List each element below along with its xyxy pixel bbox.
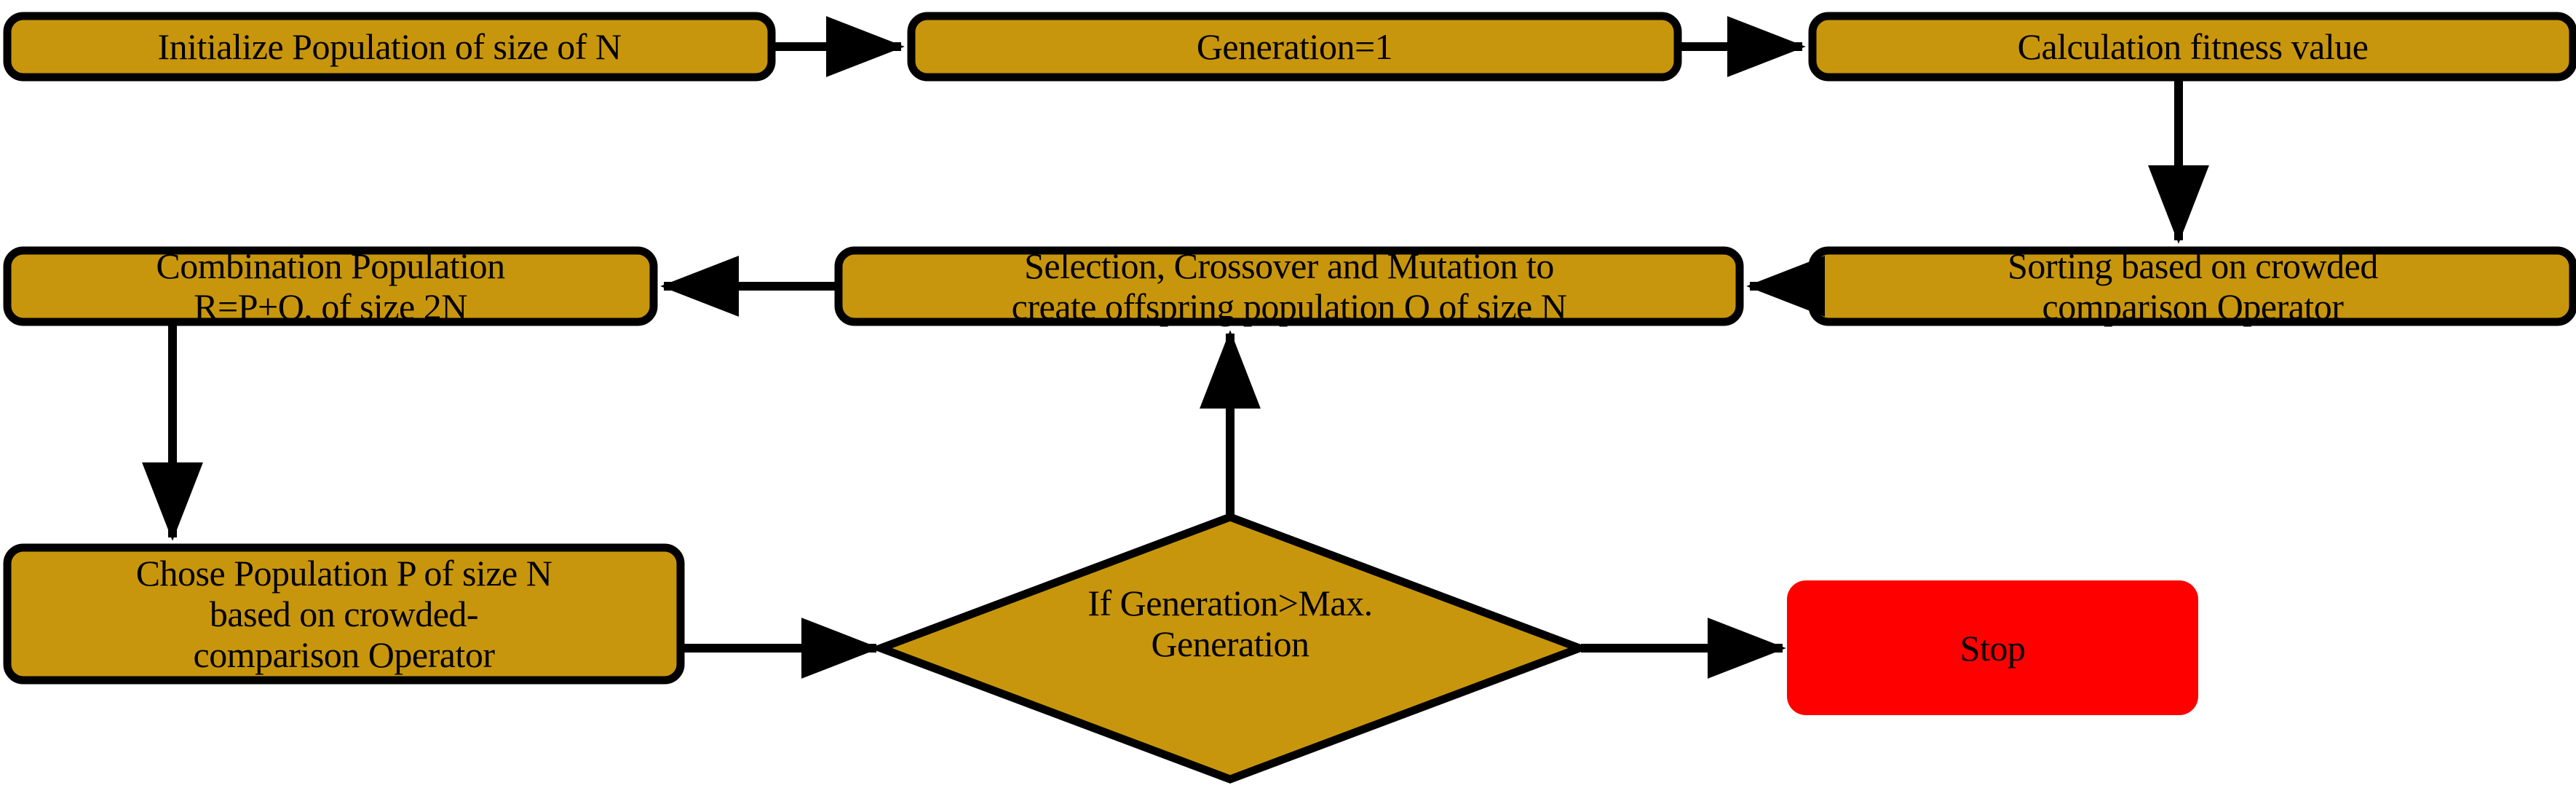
- node-shape-calculation-fitness-value[interactable]: [1808, 12, 2576, 82]
- node-shapes: [3, 12, 2576, 784]
- node-shape-chose-population[interactable]: [3, 543, 685, 685]
- node-shape-selection-crossover-mutation[interactable]: [834, 246, 1744, 326]
- node-shape-generation-one[interactable]: [907, 12, 1682, 82]
- node-shape-combination-population[interactable]: [3, 246, 658, 326]
- node-shape-stop[interactable]: [1787, 580, 2198, 715]
- edge-connectors: [142, 16, 2209, 679]
- node-shape-initialize-population[interactable]: [3, 12, 776, 82]
- node-shape-if-generation-greater-max[interactable]: [869, 513, 1591, 784]
- node-shape-sorting-crowded-comparison[interactable]: [1808, 246, 2576, 326]
